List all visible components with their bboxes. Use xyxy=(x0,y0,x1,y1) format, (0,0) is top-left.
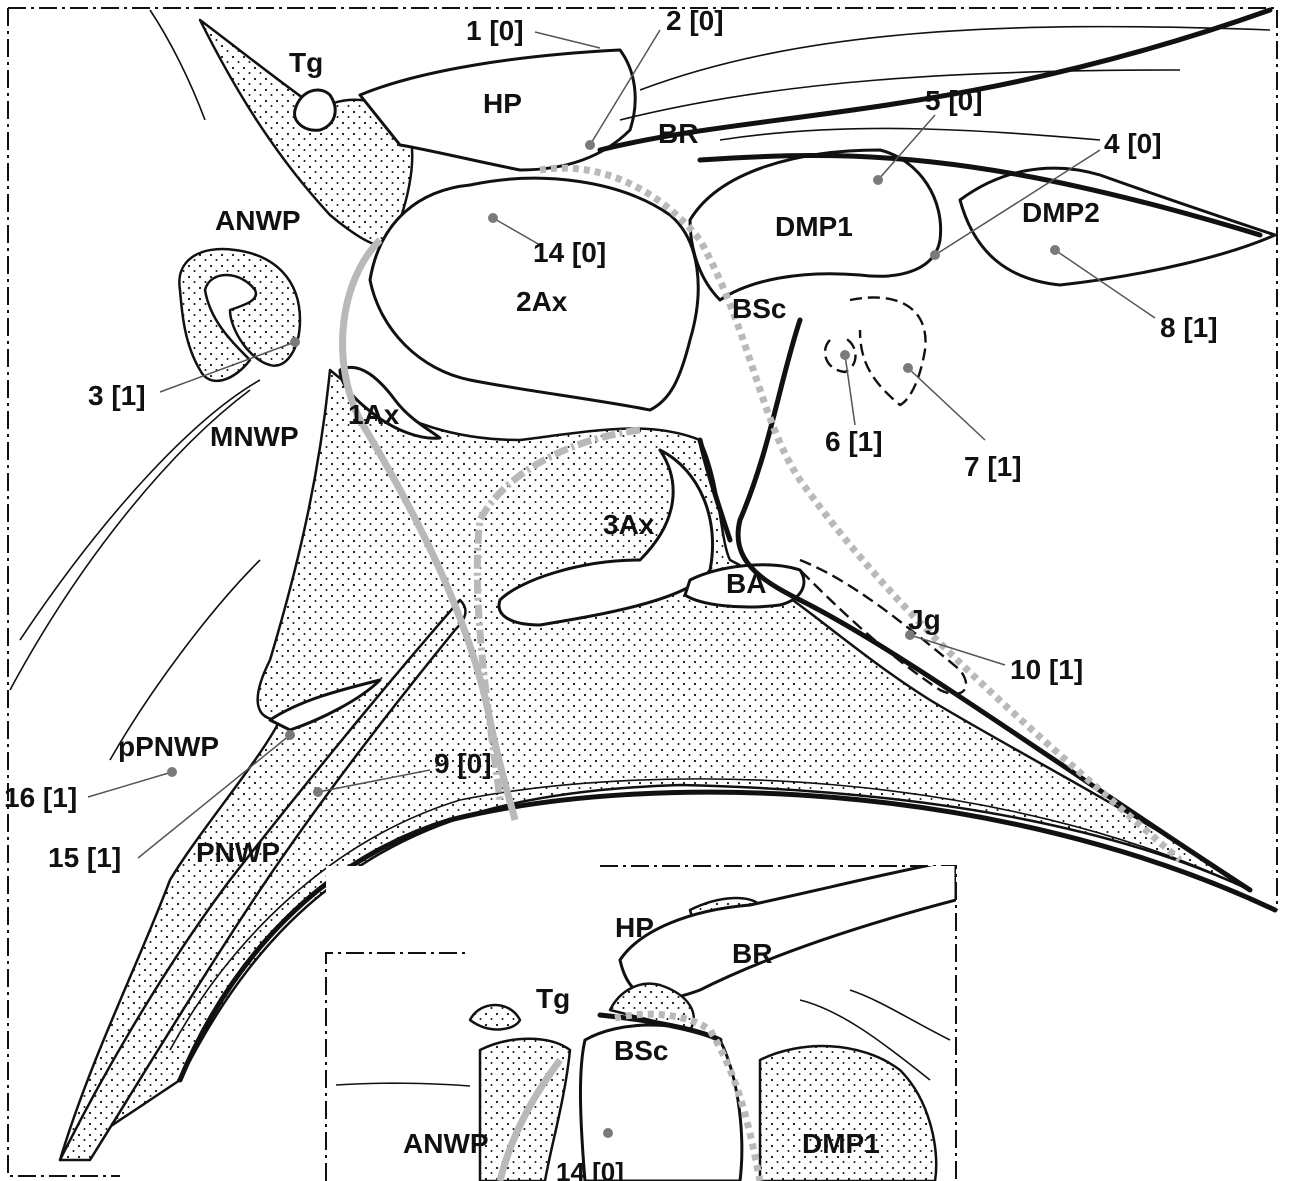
inset-label-tg: Tg xyxy=(536,983,570,1014)
char-14: 14 [0] xyxy=(533,237,606,268)
label-mnwp: MNWP xyxy=(210,421,299,452)
inset-label-dmp1: DMP1 xyxy=(802,1128,880,1159)
char-16: 16 [1] xyxy=(4,782,77,813)
label-tg: Tg xyxy=(289,47,323,78)
vein-streak-4 xyxy=(720,128,1100,140)
label-pnwp: PNWP xyxy=(196,837,280,868)
label-ppnwp: pPNWP xyxy=(118,731,219,762)
label-2ax: 2Ax xyxy=(516,286,568,317)
label-br: BR xyxy=(658,118,698,149)
inset-label-anwp: ANWP xyxy=(403,1128,489,1159)
fringe-2 xyxy=(20,380,260,640)
char-2: 2 [0] xyxy=(666,5,724,36)
char-15: 15 [1] xyxy=(48,842,121,873)
label-dmp1: DMP1 xyxy=(775,211,853,242)
inset-label-br: BR xyxy=(732,938,772,969)
char-4: 4 [0] xyxy=(1104,128,1162,159)
inset-label-hp: HP xyxy=(615,912,654,943)
char-5: 5 [0] xyxy=(925,85,983,116)
mnwp-region xyxy=(179,249,300,381)
char-6: 6 [1] xyxy=(825,426,883,457)
label-dmp2: DMP2 xyxy=(1022,197,1100,228)
label-bsc: BSc xyxy=(732,293,786,324)
label-hp: HP xyxy=(483,88,522,119)
inset-panel: HP BR Tg BSc ANWP 14 [0] DMP1 xyxy=(326,860,956,1181)
char-3: 3 [1] xyxy=(88,380,146,411)
fringe-3 xyxy=(110,560,260,760)
char-10: 10 [1] xyxy=(1010,654,1083,685)
char-9: 9 [0] xyxy=(434,748,492,779)
inset-label-c14: 14 [0] xyxy=(556,1157,624,1181)
label-anwp: ANWP xyxy=(215,205,301,236)
fringe-4 xyxy=(150,10,205,120)
char7-region xyxy=(850,297,926,405)
label-1ax: 1Ax xyxy=(348,399,400,430)
tegula-hp-outline xyxy=(295,90,336,130)
inset-label-bsc: BSc xyxy=(614,1035,668,1066)
label-jg: Jg xyxy=(908,604,941,635)
char-1: 1 [0] xyxy=(466,15,524,46)
char-7: 7 [1] xyxy=(964,451,1022,482)
char-8: 8 [1] xyxy=(1160,312,1218,343)
label-ba: BA xyxy=(726,568,766,599)
vein-streak-1 xyxy=(640,27,1270,90)
vein-streak-2 xyxy=(620,70,1180,120)
label-3ax: 3Ax xyxy=(603,509,655,540)
